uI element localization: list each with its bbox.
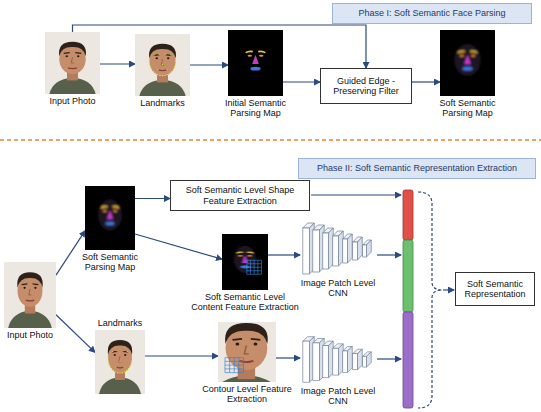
connector-arrow bbox=[73, 25, 367, 68]
parseSoft-illustration bbox=[85, 186, 135, 250]
patch-image: Soft Semantic Level Content Feature Extr… bbox=[222, 234, 268, 290]
feature-arrow bbox=[377, 254, 401, 255]
image-caption: Landmarks bbox=[85, 318, 155, 328]
content-feature-segment bbox=[403, 240, 413, 312]
caption-group: Input Photo bbox=[38, 96, 108, 106]
parseSoft-illustration bbox=[440, 30, 495, 96]
connector-arrow bbox=[268, 254, 300, 255]
caption-group: Input Photo bbox=[0, 330, 60, 340]
image-caption: Input Photo bbox=[0, 330, 60, 340]
image-caption: Soft Semantic Parsing Map bbox=[75, 252, 145, 273]
caption-group: Image Patch Level CNN bbox=[296, 278, 380, 299]
patch-image: Contour Level Feature Extraction bbox=[218, 322, 276, 382]
landmark-photo: Landmarks bbox=[135, 34, 190, 96]
content-illustration bbox=[222, 234, 268, 290]
image-caption: Image Patch Level CNN bbox=[296, 278, 380, 299]
cnn-illustration bbox=[300, 334, 376, 384]
image-caption: Input Photo bbox=[38, 96, 108, 106]
connector-arrow bbox=[56, 315, 95, 353]
cnn-figure: Image Patch Level CNN bbox=[300, 334, 376, 384]
connector-arrow bbox=[145, 355, 218, 356]
image-caption: Soft Semantic Parsing Map bbox=[428, 98, 508, 119]
input-photo: Input Photo bbox=[4, 262, 56, 328]
cnn-figure: Image Patch Level CNN bbox=[300, 220, 376, 276]
landmarks-illustration bbox=[95, 330, 145, 394]
parsing-map: Initial Semantic Parsing Map bbox=[228, 30, 283, 96]
connector-arrow bbox=[283, 81, 320, 82]
feature-arrow bbox=[377, 358, 401, 359]
shape-feature-segment bbox=[403, 190, 413, 240]
phase-label: Phase I: Soft Semantic Face Parsing bbox=[332, 3, 532, 24]
contour-illustration bbox=[218, 322, 276, 382]
connector-arrow bbox=[56, 231, 85, 275]
parsing-map: Soft Semantic Parsing Map bbox=[85, 186, 135, 250]
image-caption: Contour Level Feature Extraction bbox=[199, 384, 295, 405]
cnn-illustration bbox=[300, 220, 376, 276]
contour-feature-segment bbox=[403, 312, 413, 408]
input-photo: Input Photo bbox=[45, 32, 100, 94]
box-label: Phase II: Soft Semantic Representation E… bbox=[314, 161, 520, 175]
box-label: Soft Semantic Level Shape Feature Extrac… bbox=[171, 183, 309, 208]
connector-arrow bbox=[412, 81, 440, 82]
phase-divider bbox=[0, 139, 541, 140]
connector-arrow bbox=[135, 234, 222, 259]
image-caption: Soft Semantic Level Content Feature Extr… bbox=[190, 292, 300, 313]
concat-bracket bbox=[418, 192, 442, 408]
parsing-map: Soft Semantic Parsing Map bbox=[440, 30, 495, 96]
caption-group: Soft Semantic Level Content Feature Extr… bbox=[190, 292, 300, 313]
phase-label: Phase II: Soft Semantic Representation E… bbox=[298, 158, 536, 179]
landmarks-illustration bbox=[135, 34, 190, 96]
box-label: Phase I: Soft Semantic Face Parsing bbox=[355, 6, 508, 20]
caption-group: Landmarks bbox=[85, 318, 155, 328]
feature-arrow bbox=[311, 194, 401, 195]
image-caption: Initial Semantic Parsing Map bbox=[216, 98, 296, 119]
box-label: Guided Edge - Preserving Filter bbox=[321, 74, 411, 99]
output-box: Soft Semantic Representation bbox=[455, 272, 535, 306]
caption-group: Contour Level Feature Extraction bbox=[199, 384, 295, 405]
connector-arrow bbox=[276, 357, 300, 358]
photo-illustration bbox=[4, 262, 56, 328]
caption-group: Soft Semantic Parsing Map bbox=[428, 98, 508, 119]
caption-group: Image Patch Level CNN bbox=[296, 386, 380, 407]
caption-group: Landmarks bbox=[128, 98, 198, 108]
image-caption: Landmarks bbox=[128, 98, 198, 108]
box-label: Soft Semantic Representation bbox=[456, 277, 534, 302]
photo-illustration bbox=[45, 32, 100, 94]
parseInit-illustration bbox=[228, 30, 283, 96]
connector-arrow bbox=[135, 198, 170, 199]
process-box: Soft Semantic Level Shape Feature Extrac… bbox=[170, 180, 310, 211]
caption-group: Soft Semantic Parsing Map bbox=[75, 252, 145, 273]
process-box: Guided Edge - Preserving Filter bbox=[320, 68, 412, 104]
connector-arrow bbox=[100, 63, 135, 64]
landmark-photo: Landmarks bbox=[95, 330, 145, 394]
bracket-arrow bbox=[443, 289, 454, 290]
image-caption: Image Patch Level CNN bbox=[296, 386, 380, 407]
connector-arrow bbox=[190, 64, 228, 65]
caption-group: Initial Semantic Parsing Map bbox=[216, 98, 296, 119]
